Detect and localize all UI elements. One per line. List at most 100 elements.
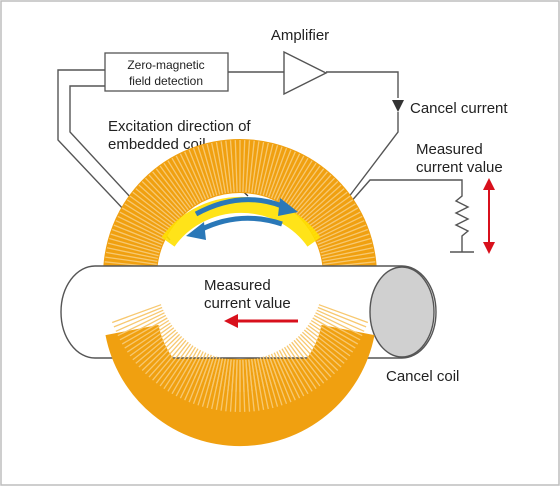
coil-winding	[301, 184, 342, 221]
coil-winding	[119, 314, 167, 341]
coil-winding	[192, 147, 212, 198]
coil-winding	[253, 141, 265, 194]
coil-winding	[270, 149, 292, 199]
coil-winding	[119, 211, 167, 238]
coil-winding	[155, 168, 189, 211]
coil-winding	[251, 141, 260, 193]
coil-winding	[179, 153, 204, 201]
coil-winding	[234, 140, 238, 193]
coil-winding	[124, 203, 170, 233]
coil-winding	[117, 215, 165, 240]
coil-winding	[220, 141, 229, 193]
coil-winding	[206, 357, 221, 409]
coil-winding	[115, 309, 164, 332]
coil-winding	[145, 335, 183, 375]
measured-right-label-line1: Measured	[416, 141, 483, 158]
coil-winding	[295, 174, 332, 215]
coil-winding	[163, 345, 194, 390]
coil-winding	[256, 142, 269, 194]
coil-winding	[248, 140, 255, 193]
coil-winding	[211, 358, 224, 410]
coil-winding	[313, 211, 361, 238]
coil-winding	[283, 346, 313, 392]
coil-winding	[126, 322, 171, 353]
excitation-label-line2: embedded coil	[108, 136, 206, 153]
embedded-coil-ring	[161, 196, 321, 247]
amplifier-label: Amplifier	[271, 27, 329, 44]
coil-winding	[129, 195, 173, 228]
cancel-current-label: Cancel current	[410, 100, 508, 117]
coil-winding	[192, 354, 212, 405]
coil-winding	[253, 358, 265, 411]
coil-winding	[307, 195, 351, 228]
measured-center-label-line1: Measured	[204, 277, 271, 294]
coil-winding	[312, 317, 359, 345]
excitation-label-line1: Excitation direction of	[108, 118, 251, 135]
coil-winding	[220, 359, 229, 411]
coil-winding	[124, 319, 170, 349]
coil-winding	[138, 331, 179, 368]
measured-current-arrow	[224, 314, 298, 328]
coil-winding	[268, 147, 288, 198]
coil-winding	[225, 140, 232, 193]
coil-winding	[110, 233, 161, 251]
coil-winding	[201, 145, 218, 196]
coil-winding	[251, 359, 260, 411]
coil-winding	[113, 224, 163, 246]
coil-winding	[211, 142, 224, 194]
coil-winding	[106, 247, 158, 260]
coil-winding	[316, 220, 365, 243]
amplifier-symbol	[283, 50, 328, 96]
coil-winding	[301, 331, 342, 368]
coil-winding	[288, 165, 321, 209]
coil-winding	[145, 177, 183, 217]
coil-winding	[256, 358, 269, 410]
coil-winding	[270, 353, 292, 403]
coil-winding	[179, 351, 204, 399]
coil-winding	[310, 203, 356, 233]
coil-winding	[276, 351, 301, 399]
coil-winding	[305, 327, 348, 361]
coil-winding	[171, 348, 199, 395]
cancel-coil-front	[105, 304, 375, 447]
coil-winding	[152, 171, 187, 213]
coil-winding	[167, 346, 197, 392]
coil-winding	[141, 333, 181, 371]
coil-winding	[262, 356, 279, 407]
coil-winding	[288, 343, 321, 387]
cancel-current-arrowhead	[392, 100, 404, 112]
coil-winding	[273, 352, 296, 401]
coil-winding	[268, 354, 288, 405]
coil-winding	[281, 157, 309, 204]
coil-winding	[117, 312, 165, 337]
coil-winding	[309, 322, 354, 353]
coil-winding	[305, 191, 348, 225]
coil-winding	[310, 319, 356, 349]
coil-winding	[188, 149, 210, 199]
coil-winding	[259, 143, 274, 195]
coil-winding	[159, 165, 192, 209]
coil-winding	[293, 171, 328, 213]
coil-winding	[184, 352, 207, 401]
coil-winding	[229, 359, 235, 412]
detector-label-line1: Zero-magnetic	[127, 58, 204, 72]
coil-winding	[171, 157, 199, 204]
coil-winding	[322, 251, 375, 263]
coil-winding	[163, 162, 194, 207]
coil-winding	[126, 199, 171, 230]
coil-winding	[276, 153, 301, 201]
coil-winding	[111, 228, 162, 248]
coil-winding	[135, 188, 177, 223]
coil-winding	[155, 341, 189, 384]
coil-winding	[248, 359, 255, 412]
conductor-end-cap	[369, 266, 435, 358]
coil-winding	[317, 224, 367, 246]
coil-winding	[303, 188, 345, 223]
coil-winding	[307, 324, 351, 357]
coil-winding	[135, 329, 177, 364]
coil-winding	[184, 151, 207, 200]
coil-winding	[321, 242, 373, 257]
coil-winding	[121, 207, 168, 235]
coil-winding	[299, 333, 339, 371]
